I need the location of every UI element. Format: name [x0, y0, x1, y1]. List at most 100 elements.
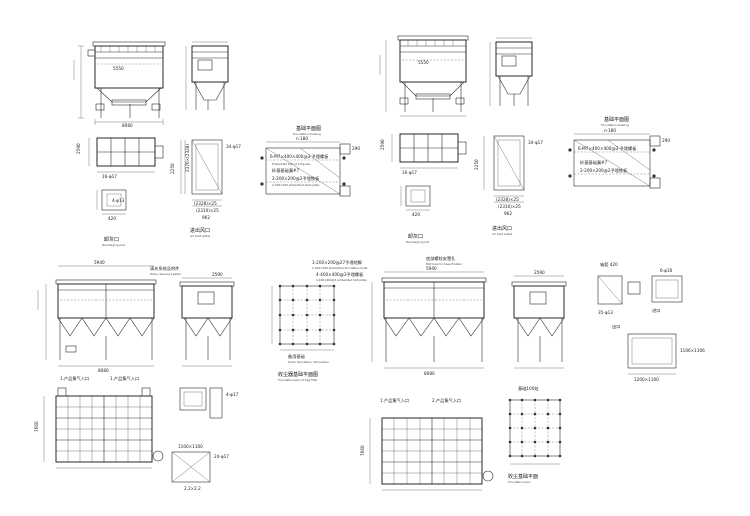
tl-discharging-port: 420 4-φ13 卸灰口 Discharging port — [96, 189, 127, 247]
tl-air-dim-r3: (2328)×25 — [194, 201, 217, 206]
tr-side-elevation — [489, 37, 533, 106]
br-side-label: 进口 — [652, 307, 660, 314]
tr-discharging-port: 420 卸灰口 Discharging port — [400, 185, 431, 244]
tl-port-right-sub: Air inlet outlet — [190, 234, 211, 238]
tr-bolt-note-1: 6-M7×400×400@3 予埋螺板 — [578, 145, 637, 152]
tr-port-dim: 420 — [412, 212, 420, 217]
tr-front-elevation: 5550 — [379, 35, 469, 117]
bc-top-note: 1-200×200@27予埋地脚 — [312, 259, 362, 266]
tl-port-right-caption: 进出风口 — [190, 227, 210, 234]
tr-air-dim-r3: (2328)×25 — [496, 197, 519, 202]
tr-air-dim-r4: (2310)×25 — [498, 204, 521, 209]
br-dims-r: 1200×1100 — [634, 377, 659, 382]
tl-air-dim-r5: 962 — [202, 215, 210, 220]
tr-port-right-sub: Air inlet outlet — [492, 232, 513, 236]
tl-bolt-note-3-sub: 2-200×200 embedded steel plate — [272, 183, 320, 187]
svg-text:4-φ13: 4-φ13 — [112, 198, 125, 203]
svg-text:5550: 5550 — [113, 66, 124, 71]
bottom-right-drawing-set: 底部螺栓安置孔 Bolt hole for base fixation 5940… — [360, 255, 705, 491]
tr-port-left-caption: 卸灰口 — [408, 233, 423, 240]
br-dim-h: 7660 — [360, 445, 365, 456]
br-bolt-grid — [508, 398, 562, 458]
bl-plan-view: 1.产品集气入口 1.产品集气入口 7660 — [34, 375, 164, 469]
bc-bottom-note: 备用基础 — [288, 353, 305, 360]
tr-air-dim-h: 2250 — [474, 159, 479, 170]
tl-side-elevation — [185, 41, 229, 110]
bc-top-note-sub: 1-200×200 embedded foundation bolts — [312, 266, 368, 270]
tr-air-hole-note: 34-φ17 — [528, 140, 543, 145]
tl-dim-bottom: 8080 — [122, 123, 133, 128]
tl-bolt-note-3: 2-200×200@2予埋铁板 — [272, 175, 320, 182]
bc-mid-note-sub: 4-400×400@3 embedded bolt plate — [316, 278, 367, 282]
br-foundation-sub: Foundation plan — [508, 480, 531, 484]
br-corner-note3: 6-φ16 — [660, 268, 673, 273]
bl-inner-dim: 1100×1100 — [178, 444, 203, 449]
br-plan-view: 1.产品集气入口 2.产品集气入口 7660 — [360, 397, 494, 491]
tl-bolt-note-1-sub: Embedded bolt of 4 figures — [272, 162, 311, 166]
br-dims-r2: 1106×1106 — [680, 348, 705, 353]
br-front-elevation: 底部螺栓安置孔 Bolt hole for base fixation 5940… — [371, 255, 487, 376]
br-corner-details: 轴套 420 35-φ13 6-φ16 进口 出口 1200×1100 1106… — [597, 261, 705, 382]
br-dim-top: 5940 — [426, 266, 437, 271]
bl-holes: 4-φ17 — [226, 392, 239, 397]
tr-holes-label: 16-φ17 — [402, 170, 417, 175]
br-dim-top2: 2590 — [534, 270, 545, 275]
tl-bolt-note-2: 砂基基础漏#7 — [272, 167, 299, 174]
bl-holes2: 24-φ17 — [214, 454, 229, 459]
tl-foundation-subtitle: Foundation drawing — [293, 132, 321, 136]
tr-bolt-note-2: 砂基基础漏#7 — [580, 159, 607, 166]
tl-air-dim-h: 2250 — [170, 163, 175, 174]
tl-foundation-title: 基础平面图 — [296, 125, 321, 132]
svg-text:2590: 2590 — [76, 143, 81, 154]
br-side-label2: 出口 — [612, 323, 620, 330]
bl-dim-top: 5940 — [94, 260, 105, 265]
tl-bolt-note-1: 6-M7×400×400@3 予埋螺板 — [270, 153, 329, 160]
tr-bolt-note-3: 2-200×200@2予埋铁板 — [580, 167, 628, 174]
br-top-note-sub: Bolt hole for base fixation — [426, 262, 462, 266]
tr-foundation-title: 基础平面图 — [604, 116, 629, 123]
tl-top-plan: 2590 16-φ17 — [76, 137, 164, 179]
bottom-center-foundation: 1-200×200@27予埋地脚 1-200×200 embedded foun… — [271, 259, 368, 382]
tr-foundation-dim: n·180 — [604, 128, 616, 133]
bl-front-elevation: 清灰系统及附件 Pulse cleaning system 5940 8080 — [37, 260, 181, 373]
tr-air-dim-r5: 962 — [504, 211, 512, 216]
tr-foundation-plan: 基础平面图 Foundation drawing n·180 290 6-M7×… — [568, 116, 670, 189]
bl-detail-views: 4-φ17 1100×1100 24-φ17 2.2×2.2 — [171, 387, 239, 491]
tr-top-plan: 2590 16-φ17 — [380, 133, 467, 175]
tl-air-hole-note: 34-φ17 — [226, 144, 241, 149]
tl-foundation-dim: n·180 — [296, 136, 308, 141]
top-right-drawing-set: 5550 2590 16-φ17 — [379, 35, 670, 244]
bl-dim-side: 2590 — [212, 272, 223, 277]
bc-caption: 收尘器基础平面图 — [278, 371, 318, 378]
svg-text:2590: 2590 — [380, 139, 385, 150]
bl-inner-dim2: 2.2×2.2 — [184, 486, 201, 491]
tl-air-port: 2250 2370×(2328) (2328)×25 (2310)×25 962… — [170, 139, 241, 238]
tl-port-left-sub: Discharging port — [102, 243, 126, 247]
bc-mid-note: 4-400×400@3予埋螺板 — [316, 271, 364, 278]
tl-port-dim: 420 — [108, 216, 116, 221]
tr-air-port: 2250 (2328)×25 (2310)×25 962 34-φ17 进出风口… — [474, 135, 543, 236]
tl-foundation-side: 290 — [352, 146, 360, 151]
tr-foundation-side: 290 — [662, 138, 670, 143]
bc-bottom-note-sub: Outer foundation dimensions — [288, 360, 329, 364]
tl-air-dim-h2: 2370×(2328) — [185, 144, 190, 172]
top-left-drawing-set: 5550 8080 2590 16-φ17 — [73, 41, 360, 247]
br-dim-bottom: 8080 — [424, 371, 435, 376]
br-corner-note: 轴套 420 — [600, 261, 618, 268]
bl-top-note: 清灰系统及附件 — [150, 265, 179, 272]
tr-port-left-sub: Discharging port — [406, 240, 430, 244]
br-side-elevation: 2590 — [511, 270, 567, 369]
bl-air-in-1: 1.产品集气入口 — [60, 375, 89, 382]
br-foundation-caption: 收尘基础平面 — [508, 473, 538, 480]
br-foundation-plan: 基础100处 收尘基础平面 Foundation plan — [508, 385, 562, 484]
bc-bolt-grid — [278, 284, 336, 346]
bl-dim-bottom: 8080 — [98, 368, 109, 373]
bl-air-in-2: 1.产品集气入口 — [110, 375, 139, 382]
tl-port-left-caption: 卸灰口 — [104, 236, 119, 243]
tl-holes-label: 16-φ17 — [102, 174, 117, 179]
bl-top-note-sub: Pulse cleaning system — [150, 272, 181, 276]
bc-caption-sub: Foundation plan of bag filter — [278, 378, 319, 382]
br-air-in-1: 1.产品集气入口 — [380, 397, 409, 404]
bl-side-elevation: 2590 — [179, 272, 235, 367]
tl-air-dim-r4: (2310)×25 — [196, 208, 219, 213]
